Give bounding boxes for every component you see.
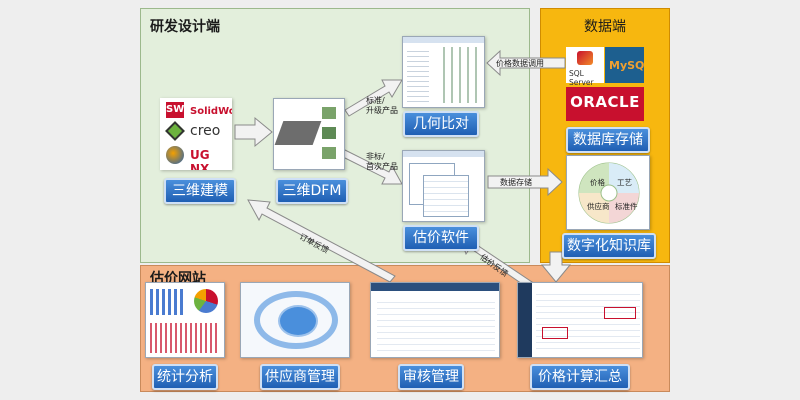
arrow-data-store [487, 167, 563, 197]
review-screenshot [370, 282, 500, 358]
estimation-screenshot [402, 150, 485, 222]
dfm-thumb [322, 107, 336, 119]
standard-product-label: 标准/ 升级产品 [366, 96, 398, 115]
pricing-label: 价格计算汇总 [530, 364, 630, 390]
mysql-logo: MySQL [605, 47, 644, 83]
tree-panel [407, 47, 429, 103]
stats-label: 统计分析 [152, 364, 218, 390]
arrow-dfm-to-geometry [344, 79, 403, 117]
knowledge-label: 数字化知识库 [562, 233, 656, 259]
creo-logo: creo [190, 123, 221, 139]
rd-panel-title: 研发设计端 [150, 19, 220, 35]
arrow-model-to-dfm [234, 116, 273, 148]
ugnx-icon [166, 146, 184, 164]
pricing-screenshot [517, 282, 643, 358]
data-grid [437, 47, 481, 103]
price-call-label: 价格数据调用 [496, 59, 544, 68]
highlight-box [604, 307, 636, 319]
sqlserver-logo: SQL Server [566, 47, 604, 87]
cad-logos-card: SolidWorks SW creo UG NX [160, 98, 232, 170]
geometry-label: 几何比对 [403, 111, 479, 137]
dialog-box [423, 175, 469, 217]
dfm-label: 三维DFM [276, 178, 348, 204]
review-label: 审核管理 [398, 364, 464, 390]
db-logos-card: SQL Server MySQL ORACLE [566, 47, 644, 123]
estimation-label: 估价软件 [403, 225, 479, 251]
quadrant-label: 供应商 [587, 202, 610, 211]
pricing-table [536, 289, 640, 351]
knowledge-quadrant-chart [578, 162, 640, 224]
supplier-screenshot [240, 282, 350, 358]
data-panel-title: 数据端 [584, 19, 626, 35]
page-header [371, 283, 499, 291]
creo-icon [165, 121, 185, 141]
window-titlebar [403, 37, 484, 43]
supplier-ring [254, 291, 338, 349]
arrow-order-back [247, 199, 396, 283]
dfm-model-image [274, 121, 322, 145]
quadrant-label: 工艺 [617, 178, 632, 187]
arrow-dfm-to-estimation [340, 149, 403, 185]
dfm-thumb [322, 127, 336, 139]
data-store-label: 数据存储 [500, 178, 532, 187]
knowledge-screenshot: 价格 工艺 供应商 标准件 [566, 155, 650, 230]
dfm-screenshot [273, 98, 345, 170]
quadrant-label: 价格 [590, 178, 605, 187]
review-table [377, 297, 495, 353]
bar-chart-thumb [150, 289, 184, 315]
dfm-thumb [322, 147, 336, 159]
nonstandard-product-label: 非标/ 首次产品 [366, 152, 398, 171]
ugnx-logo: UG NX [190, 148, 210, 170]
pie-chart-thumb [194, 289, 218, 313]
oracle-logo: ORACLE [566, 87, 644, 121]
window-titlebar [403, 151, 484, 157]
sqlserver-icon [577, 51, 593, 65]
modeling-label: 三维建模 [164, 178, 236, 204]
supplier-label: 供应商管理 [260, 364, 340, 390]
arrow-price-call [486, 49, 566, 77]
geometry-screenshot [402, 36, 485, 108]
side-nav [518, 283, 532, 357]
solidworks-logo: SolidWorks [190, 106, 232, 117]
bar-chart-thumb [150, 323, 220, 353]
solidworks-icon: SW [166, 102, 184, 118]
stats-screenshot [145, 282, 225, 358]
database-label: 数据库存储 [566, 127, 650, 153]
quadrant-label: 标准件 [615, 202, 638, 211]
highlight-box [542, 327, 568, 339]
